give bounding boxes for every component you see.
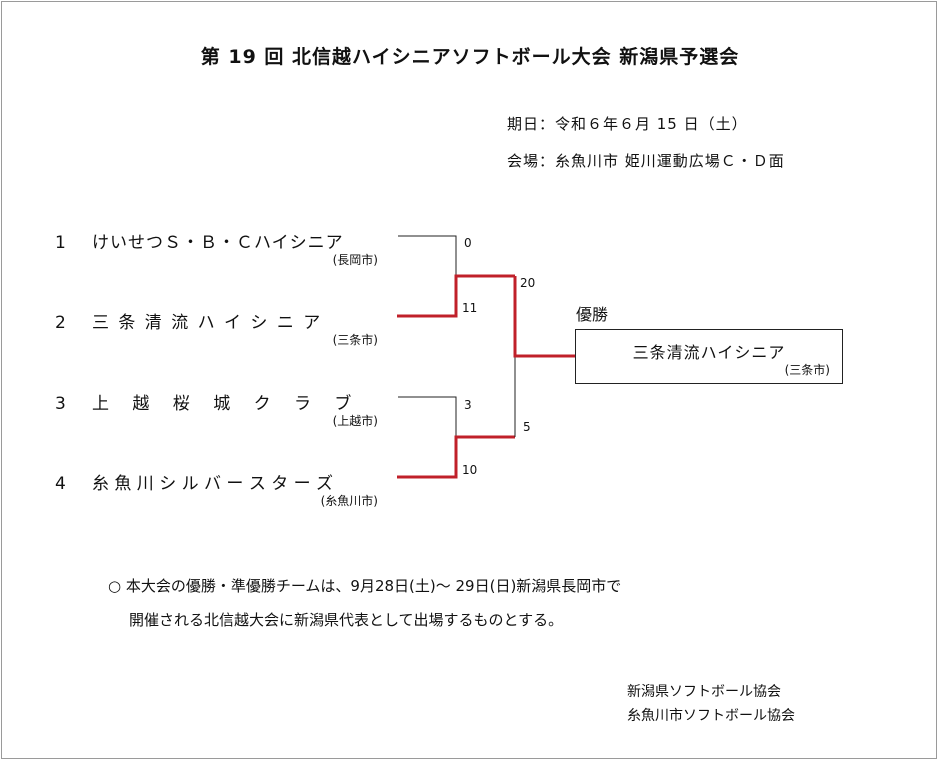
team-entry-1: 1 けいせつＳ・Ｂ・Ｃハイシニア: [55, 228, 344, 253]
team-name: 三 条 清 流 ハ イ シ ニ ア: [92, 313, 323, 333]
bracket-line-team1: [398, 235, 457, 276]
note-line-1: ○ 本大会の優勝・準優勝チームは、9月28日(土)～ 29日(日)新潟県長岡市で: [108, 577, 622, 595]
winner-box: 三条清流ハイシニア (三条市): [575, 329, 843, 384]
team-number: 1: [55, 233, 66, 253]
score-team3: 3: [464, 398, 472, 412]
winner-city: (三条市): [784, 363, 830, 377]
winner-label: 優勝: [576, 305, 609, 324]
winner-name: 三条清流ハイシニア: [632, 343, 786, 362]
score-final-bottom: 5: [523, 420, 531, 434]
team-city: (糸魚川市): [320, 494, 378, 508]
team-name: 上 越 桜 城 ク ラ ブ: [92, 394, 361, 414]
page-title: 第 19 回 北信越ハイシニアソフトボール大会 新潟県予選会: [200, 46, 740, 68]
organizer-1: 新潟県ソフトボール協会: [627, 684, 781, 700]
score-team1: 0: [464, 236, 472, 250]
organizer-2: 糸魚川市ソフトボール協会: [627, 708, 795, 724]
score-team2: 11: [462, 301, 478, 315]
team-name: 糸 魚 川 シ ル バ ー ス タ ー ズ: [92, 474, 334, 494]
score-final-top: 20: [520, 276, 536, 290]
team-entry-4: 4 糸 魚 川 シ ル バ ー ス タ ー ズ: [55, 469, 333, 494]
event-date: 期日：令和６年６月 15 日（土）: [507, 115, 748, 133]
event-venue: 会場：糸魚川市 姫川運動広場Ｃ・Ｄ面: [507, 152, 785, 170]
team-name: けいせつＳ・Ｂ・Ｃハイシニア: [92, 233, 344, 253]
bracket-line-team2: [397, 274, 515, 318]
bracket-line-team3: [398, 396, 457, 437]
team-city: (長岡市): [332, 253, 378, 267]
bracket-line-final-top: [513, 276, 575, 358]
team-number: 4: [55, 474, 66, 494]
bracket-line-team4: [397, 435, 515, 479]
team-entry-2: 2 三 条 清 流 ハ イ シ ニ ア: [55, 308, 322, 333]
team-city: (三条市): [332, 333, 378, 347]
team-number: 2: [55, 313, 66, 333]
team-city: (上越市): [332, 414, 378, 428]
bracket-lines: [397, 235, 575, 479]
team-number: 3: [55, 394, 66, 414]
note-line-2: 開催される北信越大会に新潟県代表として出場するものとする。: [129, 611, 564, 629]
team-entry-3: 3 上 越 桜 城 ク ラ ブ: [55, 389, 360, 414]
score-team4: 10: [462, 463, 478, 477]
